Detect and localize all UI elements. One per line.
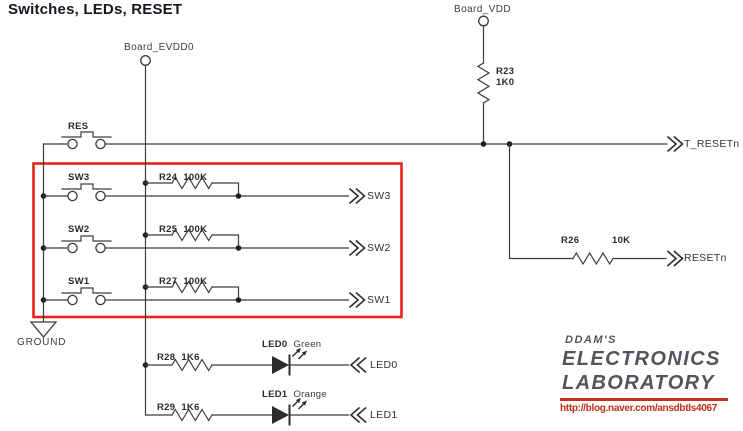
led0-diode-icon <box>272 356 289 374</box>
led0-row <box>142 348 367 376</box>
sw3-switch-label: SW3 <box>68 172 90 183</box>
port-label-sw3: SW3 <box>367 190 391 202</box>
r28-label: R28 1K6 <box>157 350 200 363</box>
sw2-switch-label: SW2 <box>68 224 90 235</box>
led1-color-label: Orange <box>293 389 327 400</box>
r29-label: R29 1K6 <box>157 400 200 413</box>
r27-label: R27 100K <box>159 274 207 287</box>
wire <box>211 182 240 197</box>
r24-value-label: 100K <box>183 172 208 183</box>
junction-dot <box>235 297 242 303</box>
led0-label-group: LED0 Green <box>262 337 321 350</box>
port-label-led0: LED0 <box>370 359 398 371</box>
r28-ref-label: R28 <box>157 352 176 363</box>
r26-value-label: 10K <box>612 235 631 246</box>
logo-brand: DDAM'S <box>565 334 617 346</box>
led1-label-group: LED1 Orange <box>262 387 327 400</box>
r27-ref-label: R27 <box>159 276 178 287</box>
ground-symbol-icon <box>29 321 58 339</box>
power-net-vdd <box>476 15 491 145</box>
port-label-led1: LED1 <box>370 409 398 421</box>
resistor-r27-symbol <box>171 280 213 294</box>
chevron-out-icon <box>666 250 684 267</box>
pushbutton-sw3-terminal <box>95 190 106 202</box>
logo-line2: LABORATORY <box>562 372 715 394</box>
reset-switch-row <box>42 131 684 153</box>
chevron-in-icon <box>349 406 367 424</box>
junction-dot <box>235 193 242 199</box>
junction-dot <box>480 141 487 147</box>
pushbutton-res-terminal <box>95 138 106 150</box>
led0-ref-label: LED0 <box>262 339 288 350</box>
switch-row-sw3 <box>40 176 366 205</box>
resetn-branch <box>508 143 684 267</box>
r23-ref-label: R23 <box>496 66 515 77</box>
chevron-out-icon <box>348 187 366 205</box>
chevron-out-icon <box>348 291 366 309</box>
res-switch-label: RES <box>68 121 89 132</box>
net-label-evdd0: Board_EVDD0 <box>124 42 194 53</box>
pushbutton-sw3-terminal <box>67 190 78 202</box>
led1-diode-icon <box>272 406 289 424</box>
ground-label: GROUND <box>17 337 67 348</box>
r23-value-label: 1K0 <box>496 77 515 88</box>
page-title: Switches, LEDs, RESET <box>8 1 183 18</box>
pushbutton-sw3-actuator <box>61 183 112 190</box>
pushbutton-sw1-actuator <box>61 287 112 294</box>
chevron-out-icon <box>666 135 684 153</box>
port-label-sw1: SW1 <box>367 294 391 306</box>
pushbutton-sw1-terminal <box>67 294 78 306</box>
sw1-switch-label: SW1 <box>68 276 90 287</box>
pushbutton-res-actuator <box>61 131 112 138</box>
resistor-r23-symbol <box>476 62 491 104</box>
logo-url: http://blog.naver.com/ansdbtls4067 <box>560 403 718 414</box>
led-emission-arrows-icon <box>292 348 307 360</box>
r28-value-label: 1K6 <box>181 352 200 363</box>
r26-ref-label: R26 <box>561 235 580 246</box>
resistor-r25-symbol <box>171 228 213 242</box>
chevron-out-icon <box>348 239 366 257</box>
r29-value-label: 1K6 <box>181 402 200 413</box>
power-net-evdd0 <box>140 55 151 416</box>
pushbutton-sw2-terminal <box>67 242 78 254</box>
led1-ref-label: LED1 <box>262 389 288 400</box>
r27-value-label: 100K <box>183 276 208 287</box>
led-emission-arrows-icon <box>292 398 307 410</box>
pushbutton-sw2-actuator <box>61 235 112 242</box>
switch-row-sw2 <box>40 228 366 257</box>
junction-dot <box>235 245 242 251</box>
resistor-r28-symbol <box>171 358 213 372</box>
port-label-sw2: SW2 <box>367 242 391 254</box>
power-terminal-icon <box>478 15 489 27</box>
port-label-resetn: RESETn <box>684 252 727 264</box>
wire-r26-left <box>508 143 574 260</box>
ground-bus <box>29 143 58 339</box>
r24-ref-label: R24 <box>159 172 178 183</box>
resistor-r24-symbol <box>171 176 213 190</box>
chevron-in-icon <box>349 356 367 374</box>
port-label-t-resetn: T_RESETn <box>684 138 740 150</box>
r25-label: R25 100K <box>159 222 207 235</box>
power-terminal-icon <box>140 55 151 66</box>
r24-label: R24 100K <box>159 170 207 183</box>
pushbutton-sw1-terminal <box>95 294 106 306</box>
led1-row <box>144 398 367 426</box>
r25-ref-label: R25 <box>159 224 178 235</box>
highlight-box <box>32 162 403 319</box>
led0-color-label: Green <box>293 339 322 350</box>
r29-ref-label: R29 <box>157 402 176 413</box>
wire <box>211 286 240 301</box>
pushbutton-res-terminal <box>67 138 78 150</box>
switch-row-sw1 <box>40 280 366 309</box>
pushbutton-sw2-terminal <box>95 242 106 254</box>
r25-value-label: 100K <box>183 224 208 235</box>
resistor-r26-symbol <box>572 251 614 266</box>
logo-divider <box>560 398 728 401</box>
logo-line1: ELECTRONICS <box>562 348 721 370</box>
net-label-vdd: Board_VDD <box>454 4 511 15</box>
resistor-r29-symbol <box>171 408 213 422</box>
wire <box>211 234 240 249</box>
